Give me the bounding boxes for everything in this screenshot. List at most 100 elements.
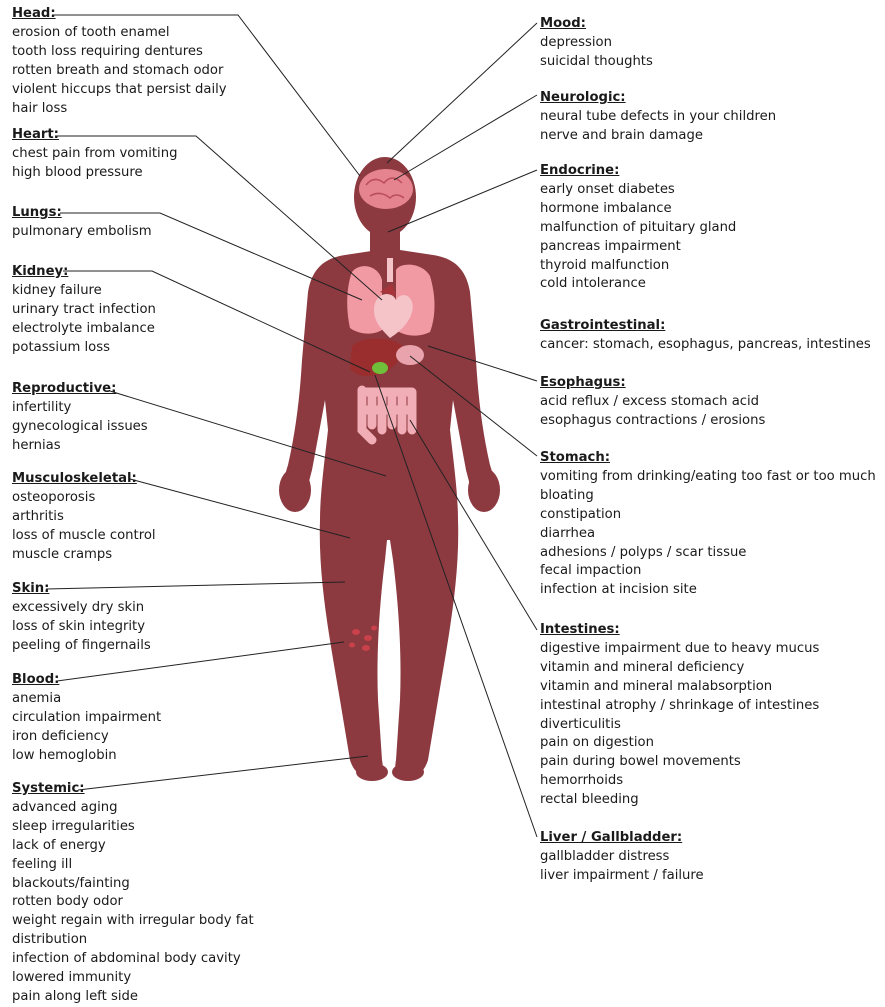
reproductive-item: hernias — [12, 437, 148, 456]
systemic-item: advanced aging — [12, 799, 254, 818]
liver-item: liver impairment / failure — [540, 867, 704, 886]
musculoskeletal-item: muscle cramps — [12, 546, 156, 565]
skin-title: Skin: — [12, 580, 151, 599]
kidney-item: kidney failure — [12, 282, 156, 301]
group-liver-gallbladder: Liver / Gallbladder: gallbladder distres… — [540, 829, 704, 886]
mood-title: Mood: — [540, 15, 653, 34]
systemic-item: feeling ill — [12, 856, 254, 875]
neurologic-item: nerve and brain damage — [540, 127, 776, 146]
systemic-item: infection of abdominal body cavity — [12, 950, 254, 969]
endocrine-item: hormone imbalance — [540, 200, 736, 219]
stomach-item: diarrhea — [540, 525, 876, 544]
intestines-item: pain during bowel movements — [540, 753, 819, 772]
musculoskeletal-title: Musculoskeletal: — [12, 470, 156, 489]
systemic-item: weight regain with irregular body fat — [12, 912, 254, 931]
blood-item: circulation impairment — [12, 709, 161, 728]
esophagus-item: esophagus contractions / erosions — [540, 412, 765, 431]
group-intestines: Intestines: digestive impairment due to … — [540, 621, 819, 810]
mood-item: depression — [540, 34, 653, 53]
blood-item: low hemoglobin — [12, 747, 161, 766]
lungs-item: pulmonary embolism — [12, 223, 152, 242]
group-heart: Heart: chest pain from vomiting high blo… — [12, 126, 177, 183]
systemic-item: rotten body odor — [12, 893, 254, 912]
intestines-item: intestinal atrophy / shrinkage of intest… — [540, 697, 819, 716]
head-item: violent hiccups that persist daily — [12, 81, 227, 100]
endocrine-title: Endocrine: — [540, 162, 736, 181]
reproductive-item: infertility — [12, 399, 148, 418]
systemic-item: pain along left side — [12, 988, 254, 1007]
reproductive-item: gynecological issues — [12, 418, 148, 437]
kidney-title: Kidney: — [12, 263, 156, 282]
intestines-item: rectal bleeding — [540, 791, 819, 810]
intestines-title: Intestines: — [540, 621, 819, 640]
stomach-item: bloating — [540, 487, 876, 506]
liver-title: Liver / Gallbladder: — [540, 829, 704, 848]
kidney-item: urinary tract infection — [12, 301, 156, 320]
head-item: erosion of tooth enamel — [12, 24, 227, 43]
stomach-item: adhesions / polyps / scar tissue — [540, 544, 876, 563]
heart-item: chest pain from vomiting — [12, 145, 177, 164]
intestines-item: digestive impairment due to heavy mucus — [540, 640, 819, 659]
blood-item: anemia — [12, 690, 161, 709]
head-item: hair loss — [12, 100, 227, 119]
group-stomach: Stomach: vomiting from drinking/eating t… — [540, 449, 876, 600]
kidney-item: potassium loss — [12, 339, 156, 358]
kidney-item: electrolyte imbalance — [12, 320, 156, 339]
neurologic-title: Neurologic: — [540, 89, 776, 108]
gastrointestinal-title: Gastrointestinal: — [540, 317, 871, 336]
body-silhouette — [279, 157, 500, 781]
stomach-title: Stomach: — [540, 449, 876, 468]
group-skin: Skin: excessively dry skin loss of skin … — [12, 580, 151, 656]
stomach-item: infection at incision site — [540, 581, 876, 600]
skin-item: excessively dry skin — [12, 599, 151, 618]
blood-item: iron deficiency — [12, 728, 161, 747]
heart-item: high blood pressure — [12, 164, 177, 183]
stomach-item: constipation — [540, 506, 876, 525]
head-item: rotten breath and stomach odor — [12, 62, 227, 81]
systemic-item: sleep irregularities — [12, 818, 254, 837]
endocrine-item: cold intolerance — [540, 275, 736, 294]
liver-item: gallbladder distress — [540, 848, 704, 867]
group-musculoskeletal: Musculoskeletal: osteoporosis arthritis … — [12, 470, 156, 565]
group-systemic: Systemic: advanced aging sleep irregular… — [12, 780, 254, 1007]
systemic-item: distribution — [12, 931, 254, 950]
group-mood: Mood: depression suicidal thoughts — [540, 15, 653, 72]
systemic-item: lowered immunity — [12, 969, 254, 988]
musculoskeletal-item: arthritis — [12, 508, 156, 527]
intestines-item: pain on digestion — [540, 734, 819, 753]
lungs-title: Lungs: — [12, 204, 152, 223]
mood-item: suicidal thoughts — [540, 53, 653, 72]
intestines-item: diverticulitis — [540, 716, 819, 735]
group-reproductive: Reproductive: infertility gynecological … — [12, 380, 148, 456]
group-esophagus: Esophagus: acid reflux / excess stomach … — [540, 374, 765, 431]
endocrine-item: malfunction of pituitary gland — [540, 219, 736, 238]
head-title: Head: — [12, 5, 227, 24]
blood-title: Blood: — [12, 671, 161, 690]
systemic-item: blackouts/fainting — [12, 875, 254, 894]
reproductive-title: Reproductive: — [12, 380, 148, 399]
brain-organ — [359, 169, 413, 209]
systemic-item: lack of energy — [12, 837, 254, 856]
esophagus-title: Esophagus: — [540, 374, 765, 393]
group-blood: Blood: anemia circulation impairment iro… — [12, 671, 161, 766]
head-item: tooth loss requiring dentures — [12, 43, 227, 62]
endocrine-item: pancreas impairment — [540, 238, 736, 257]
group-kidney: Kidney: kidney failure urinary tract inf… — [12, 263, 156, 358]
gastrointestinal-item: cancer: stomach, esophagus, pancreas, in… — [540, 336, 871, 355]
intestines-item: hemorrhoids — [540, 772, 819, 791]
stomach-item: vomiting from drinking/eating too fast o… — [540, 468, 876, 487]
group-head: Head: erosion of tooth enamel tooth loss… — [12, 5, 227, 118]
musculoskeletal-item: osteoporosis — [12, 489, 156, 508]
stomach-item: fecal impaction — [540, 562, 876, 581]
intestines-item: vitamin and mineral malabsorption — [540, 678, 819, 697]
group-endocrine: Endocrine: early onset diabetes hormone … — [540, 162, 736, 294]
endocrine-item: thyroid malfunction — [540, 257, 736, 276]
group-lungs: Lungs: pulmonary embolism — [12, 204, 152, 242]
musculoskeletal-item: loss of muscle control — [12, 527, 156, 546]
group-gastrointestinal: Gastrointestinal: cancer: stomach, esoph… — [540, 317, 871, 355]
skin-item: loss of skin integrity — [12, 618, 151, 637]
esophagus-item: acid reflux / excess stomach acid — [540, 393, 765, 412]
endocrine-item: early onset diabetes — [540, 181, 736, 200]
heart-title: Heart: — [12, 126, 177, 145]
skin-item: peeling of fingernails — [12, 637, 151, 656]
